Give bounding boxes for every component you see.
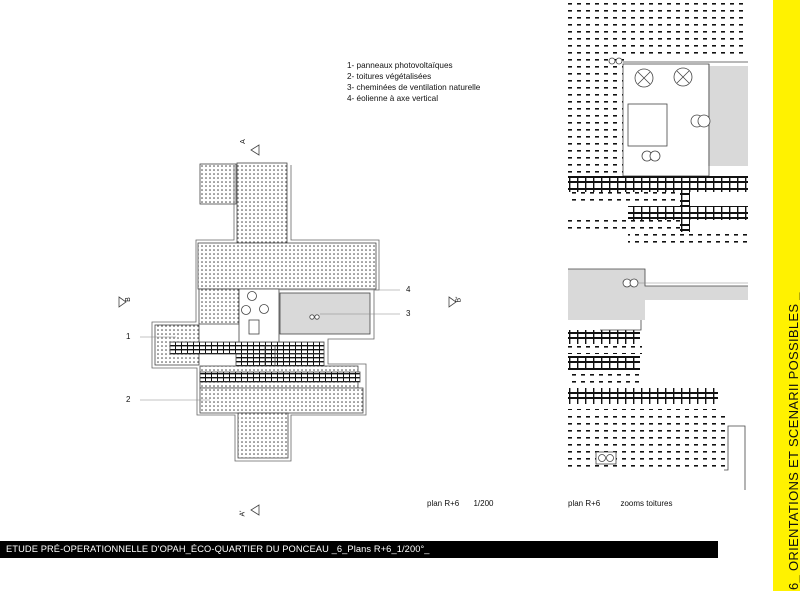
plan-r6-drawing [118,144,457,516]
zoom-caption-title: zooms toitures [620,499,673,508]
section-a-top: A [239,139,247,144]
callout-3: 3 [406,309,411,318]
section-a-bottom: A' [239,510,247,517]
chapter-sidebar [773,0,800,591]
callout-1: 1 [126,332,131,341]
legend: 1- panneaux photovoltaïques 2- toitures … [347,60,480,104]
chapter-title: 6_ ORIENTATIONS ET SCENARII POSSIBLES _ [786,292,800,590]
footer-bar [0,541,718,558]
legend-item-1: 1- panneaux photovoltaïques [347,61,453,70]
callout-4: 4 [406,285,411,294]
zoom-caption-label: plan R+6 [568,499,601,508]
section-b-right: B' [455,296,463,303]
legend-item-2: 2- toitures végétalisées [347,72,432,81]
legend-item-3: 3- cheminées de ventilation naturelle [347,83,481,92]
section-b-left: B [124,297,132,302]
plan-caption-scale: 1/200 [473,499,494,508]
callout-2: 2 [126,395,131,404]
zoom-caption: plan R+6 zooms toitures [568,499,673,508]
plan-caption: plan R+6 1/200 [427,499,494,508]
zoom-top-drawing [568,3,748,244]
zoom-bottom-drawing [568,268,748,490]
footer-title: ETUDE PRÉ-OPERATIONNELLE D'OPAH_ÉCO-QUAR… [6,544,430,554]
legend-item-4: 4- éolienne à axe vertical [347,94,439,103]
plan-caption-label: plan R+6 [427,499,460,508]
